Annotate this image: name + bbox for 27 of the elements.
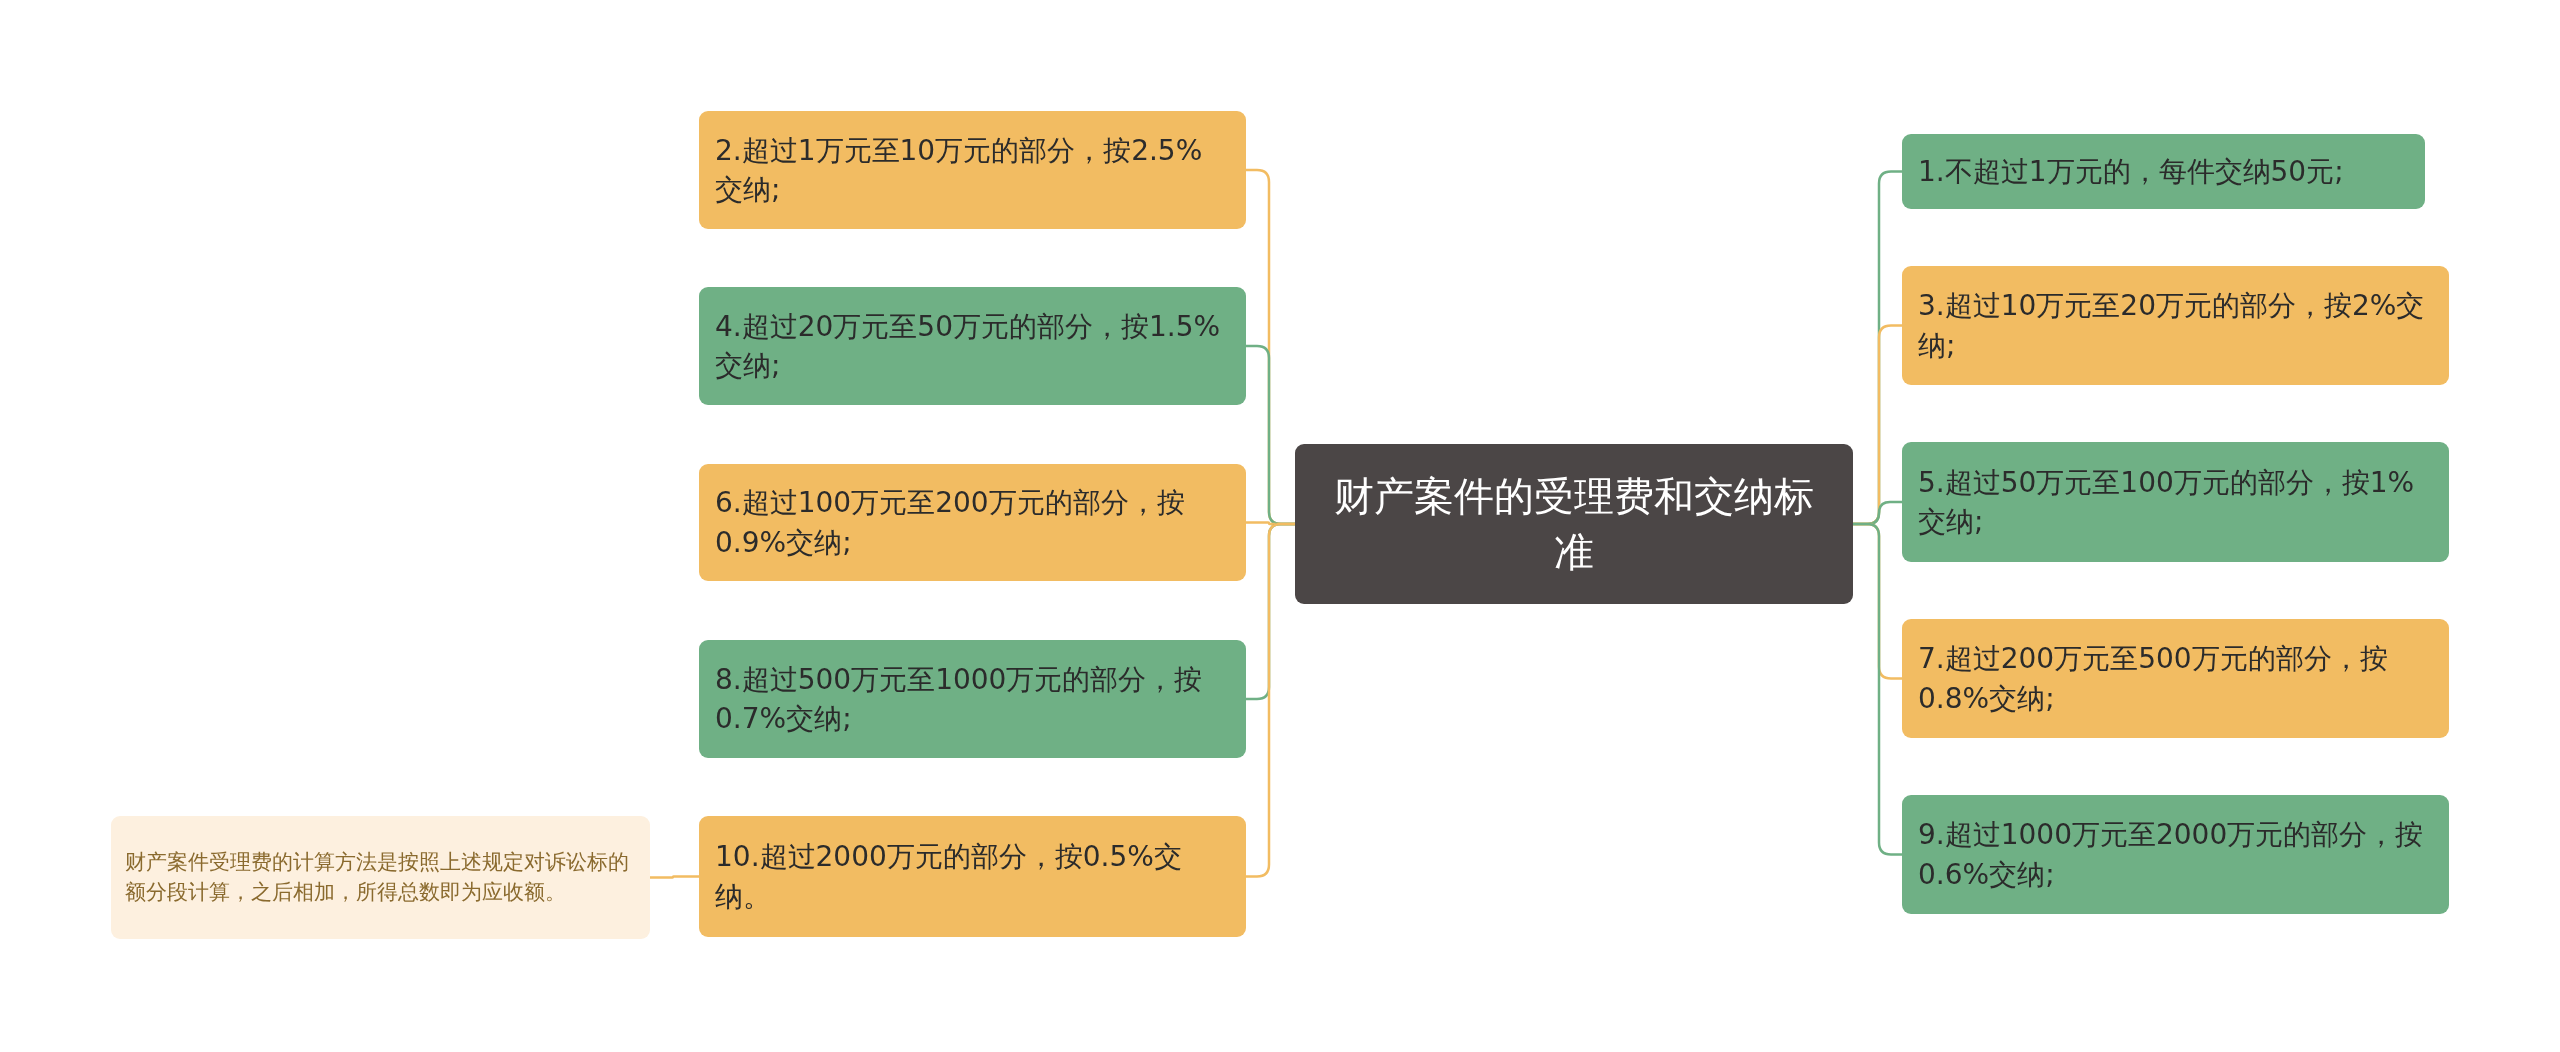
topic-box bbox=[699, 464, 1246, 581]
topic-text: 2.超过1万元至10万元的部分，按2.5%交纳; bbox=[715, 132, 1204, 208]
topic-box bbox=[1902, 442, 2449, 562]
note-text: 财产案件受理费的计算方法是按照上述规定对诉讼标的额分段计算，之后相加，所得总数即为应收额。 bbox=[125, 849, 630, 906]
topic-box bbox=[1902, 619, 2449, 738]
topic-box bbox=[699, 287, 1246, 405]
topic-box bbox=[1902, 795, 2449, 914]
topic-text: 7.超过200万元至500万元的部分，按0.8%交纳; bbox=[1918, 641, 2389, 717]
topic-text: 9.超过1000万元至2000万元的部分，按0.6%交纳; bbox=[1918, 817, 2425, 893]
topic-text: 1.不超过1万元的，每件交纳50元; bbox=[1918, 153, 2344, 190]
topic-box bbox=[1902, 266, 2449, 385]
topic-text: 8.超过500万元至1000万元的部分，按0.7%交纳; bbox=[715, 661, 1204, 737]
topic-box bbox=[699, 816, 1246, 937]
topic-box bbox=[699, 111, 1246, 229]
topic-box bbox=[1902, 134, 2425, 209]
note-box bbox=[111, 816, 650, 939]
root-topic-box bbox=[1295, 444, 1853, 604]
topic-box bbox=[699, 640, 1246, 758]
topic-text: 10.超过2000万元的部分，按0.5%交纳。 bbox=[715, 839, 1183, 915]
topic-text: 4.超过20万元至50万元的部分，按1.5%交纳; bbox=[715, 308, 1222, 384]
topic-text: 6.超过100万元至200万元的部分，按0.9%交纳; bbox=[715, 485, 1186, 561]
connector-line bbox=[1246, 522, 1295, 878]
connector-line bbox=[1853, 522, 1902, 856]
topic-text: 3.超过10万元至20万元的部分，按2%交纳; bbox=[1918, 288, 2426, 364]
topic-text: 5.超过50万元至100万元的部分，按1%交纳; bbox=[1918, 464, 2416, 540]
topic-text: 财产案件的受理费和交纳标准 bbox=[1333, 472, 1815, 577]
connector-line bbox=[650, 875, 699, 879]
